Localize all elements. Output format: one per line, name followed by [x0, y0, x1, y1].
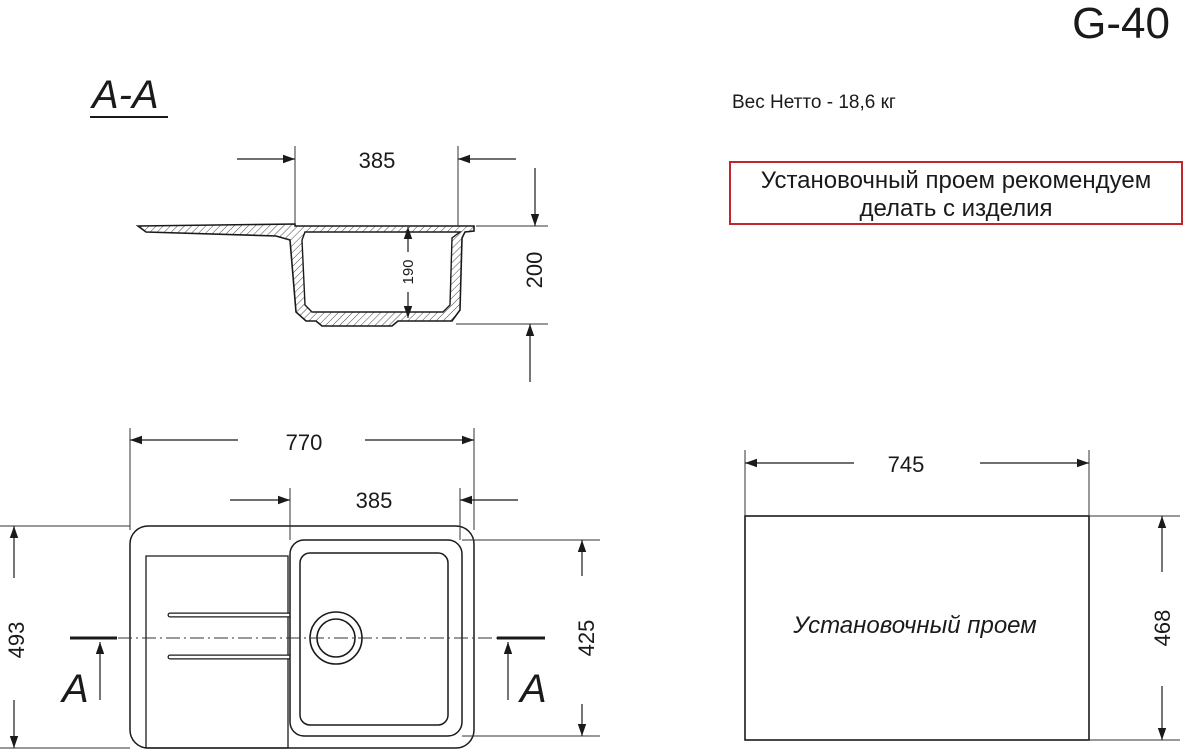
- weight-text: Вес Нетто - 18,6 кг: [732, 92, 896, 113]
- cutout-width-label: 468: [1150, 610, 1175, 647]
- recommendation-text: Установочный проем рекомендуем делать с …: [760, 167, 1152, 222]
- section-total-height-label: 200: [522, 252, 547, 289]
- cutout-label: Установочный проем: [792, 612, 1036, 639]
- top-bowl-length-label: 425: [574, 620, 599, 657]
- top-total-length-label: 770: [286, 430, 323, 455]
- section-bowl-width-label: 385: [359, 148, 396, 173]
- model-code: G-40: [1072, 0, 1170, 48]
- recommendation-box: Установочный проем рекомендуем делать с …: [729, 161, 1183, 225]
- drainboard: [145, 555, 289, 749]
- section-marker-right: A: [518, 667, 547, 711]
- cutout-view: Установочный проем 745 468: [744, 450, 1180, 741]
- cutout-rectangle: [744, 515, 1090, 741]
- top-view: A A 770 385 493 425: [0, 428, 600, 749]
- section-marker-left: A: [60, 667, 89, 711]
- top-bowl-width-label: 385: [356, 488, 393, 513]
- section-bowl-depth-label: 190: [400, 259, 417, 284]
- bowl-inner: [299, 552, 449, 726]
- cutout-length-label: 745: [888, 452, 925, 477]
- sink-outline: [129, 525, 475, 749]
- section-inner-bowl: [301, 231, 463, 313]
- section-view: 385 190 200: [135, 146, 548, 382]
- top-total-width-label: 493: [4, 622, 29, 659]
- section-title: A-A: [90, 73, 159, 117]
